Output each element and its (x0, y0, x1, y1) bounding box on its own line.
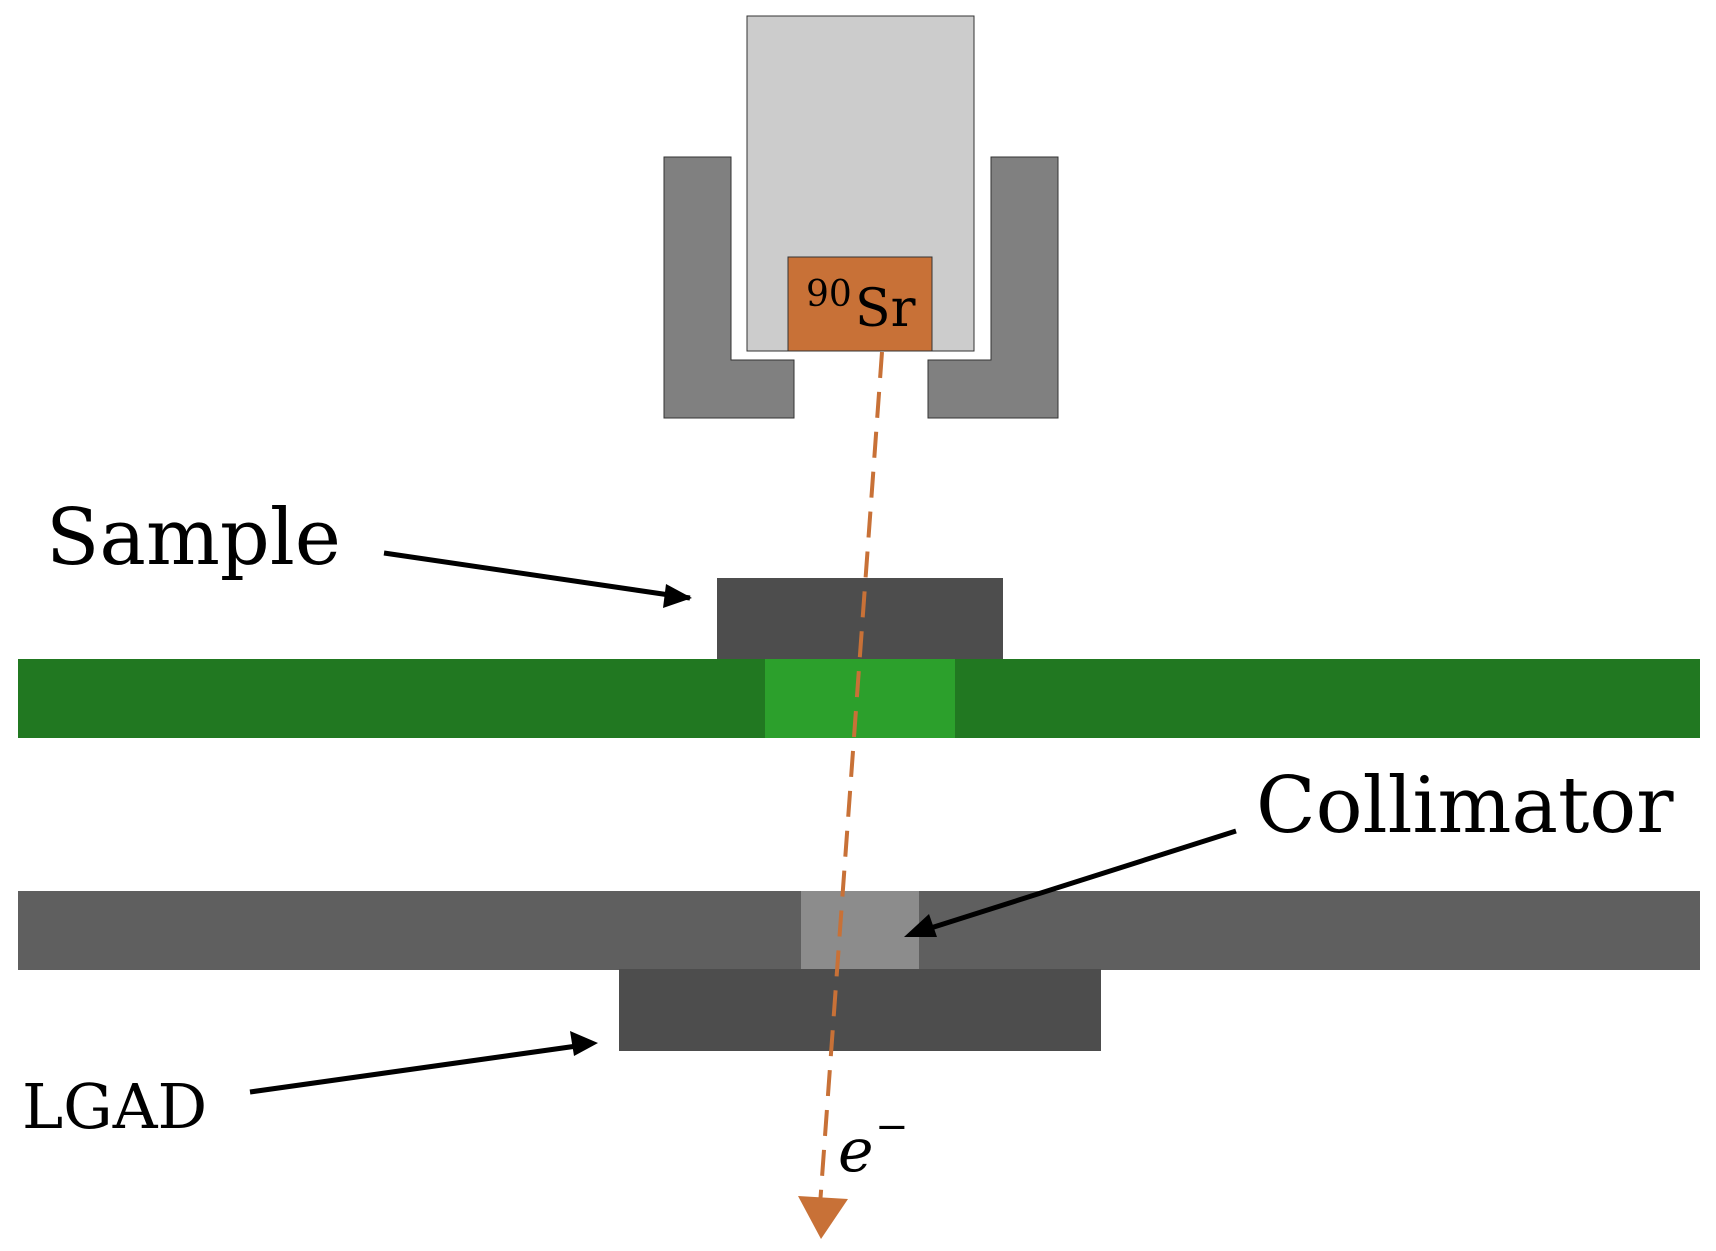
isotope-mass-number: 90 (806, 274, 852, 315)
electron-beam-arrowhead (798, 1196, 848, 1239)
pcb-window (765, 659, 955, 738)
collimator-arrow (914, 828, 1237, 936)
lgad-arrowhead (570, 1031, 598, 1056)
electron-beam-path (818, 351, 884, 1206)
lgad-label: LGAD (22, 1070, 207, 1143)
electron-symbol: e (838, 1116, 874, 1186)
collimator-arrowhead (904, 914, 937, 937)
collimator-label: Collimator (1256, 761, 1674, 851)
shielding-right (927, 156, 1059, 419)
lgad-arrow (249, 1042, 585, 1095)
sample-arrow (383, 550, 691, 601)
isotope-symbol: Sr (855, 279, 916, 339)
sample-label: Sample (46, 493, 341, 583)
sr90-source-label: 90Sr (806, 274, 916, 339)
lgad-detector (619, 969, 1101, 1051)
shielding-left (663, 156, 795, 419)
sr90-source (787, 256, 933, 352)
sample-arrowhead (663, 584, 692, 608)
electron-label: e− (838, 1104, 909, 1186)
electron-charge: − (875, 1104, 909, 1150)
collimator-hole (801, 891, 919, 970)
